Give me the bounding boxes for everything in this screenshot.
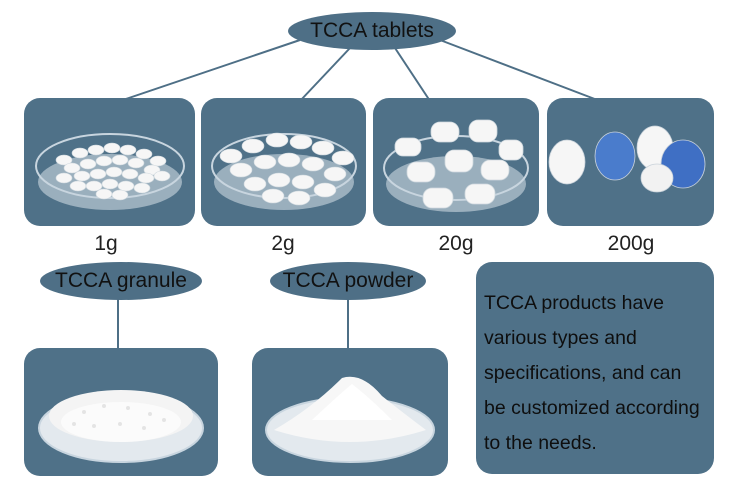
tcca-powder-label: TCCA powder (270, 262, 426, 300)
powder-image (252, 348, 448, 476)
tablet-2g-image (201, 98, 366, 226)
tablet-200g-image (547, 98, 714, 226)
description-box: TCCA products have various types and spe… (476, 262, 714, 474)
tcca-tablets-label: TCCA tablets (288, 12, 456, 50)
weight-label-200g: 200g (607, 232, 655, 255)
tablet-20g-image (373, 98, 539, 226)
tcca-granule-label: TCCA granule (40, 262, 202, 300)
connector-1g (119, 39, 301, 102)
weight-label-20g: 20g (438, 232, 474, 255)
weight-label-1g: 1g (94, 232, 118, 255)
description-text: TCCA products have various types and spe… (484, 292, 700, 454)
connector-2g (299, 47, 351, 102)
tablet-1g-image (24, 98, 195, 226)
connector-200g (439, 39, 601, 102)
granule-image (24, 348, 218, 476)
weight-label-2g: 2g (271, 232, 295, 255)
connector-20g (394, 47, 431, 102)
